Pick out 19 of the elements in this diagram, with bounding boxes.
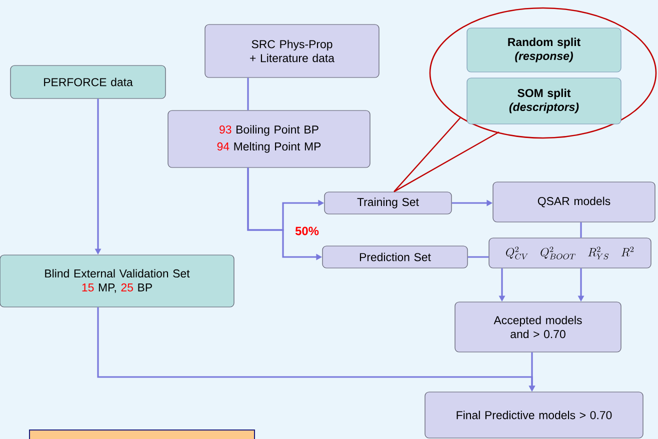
dataset-box: 93 Boiling Point BP 94 Melting Point MP — [168, 110, 370, 168]
final-models-box: Final Predictive models > 0.70 — [424, 392, 644, 438]
connector-line — [468, 256, 489, 258]
connector-line — [580, 222, 582, 238]
accepted-models-box: Accepted models and > 0.70 — [454, 302, 622, 352]
metrics-box: $Q^2_{CV}$ $Q^2_{BOOT}$ $R^2_{YS}$ $R^2$ — [488, 238, 652, 268]
prediction-set-box: Prediction Set — [322, 246, 468, 268]
validation-set-box: Blind External Validation Set 15 MP, 25 BP — [0, 254, 234, 308]
callout-tail — [393, 116, 500, 192]
connector-line — [247, 78, 249, 110]
training-set-box: Training Set — [324, 192, 452, 214]
split-method-box: Random split (response) — [466, 28, 622, 72]
split-percentage: 50% — [295, 226, 319, 236]
split-method-box: SOM split (descriptors) — [466, 78, 622, 124]
data-source-box: SRC Phys-Prop + Literature data — [204, 24, 380, 78]
callout-bubble — [429, 7, 657, 139]
model-box: QSAR models — [492, 182, 656, 222]
data-source-box: PERFORCE data — [10, 65, 166, 99]
note-box — [29, 430, 255, 439]
